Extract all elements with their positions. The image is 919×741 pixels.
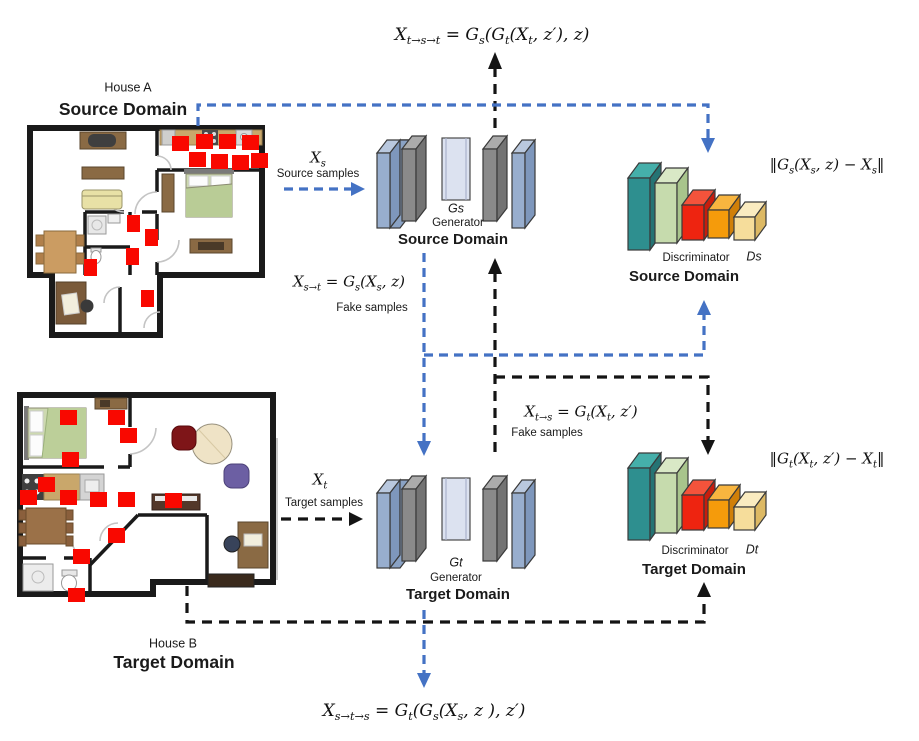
arrowhead-right	[349, 512, 363, 526]
dining-table	[25, 507, 67, 545]
target-samples-var: Xt	[312, 470, 328, 492]
source-discriminator-block	[626, 161, 768, 252]
sink	[107, 213, 121, 224]
target-samples-label: Target samples	[285, 496, 363, 509]
target-generator-id: Gt	[449, 555, 463, 570]
shelf	[81, 166, 125, 180]
disc-bar-tan	[732, 200, 768, 242]
source-samples-var: Xs	[310, 148, 326, 170]
target-discriminator-block	[626, 451, 768, 542]
target-discriminator-role: Discriminator	[661, 544, 729, 557]
tv-stand	[207, 573, 255, 588]
arrow-fake-st-to-source-discriminator	[424, 313, 706, 357]
formula-loss-source: ‖Gs(Xs, z) − Xs‖	[769, 155, 885, 177]
formula-cycle-target: Xt→s→t = Gs(Gt(Xt, z′), z)	[394, 24, 590, 48]
house-b-motion-sensors	[20, 410, 182, 602]
conv-slab-blue	[510, 478, 537, 570]
arrow-fake-ts-to-target-discriminator	[495, 375, 710, 443]
source-discriminator-id: Ds	[746, 249, 762, 264]
source-discriminator-domain: Source Domain	[628, 268, 740, 286]
house-a-floorplan	[27, 125, 268, 338]
fake-ts-caption: Fake samples	[511, 426, 583, 439]
formula-loss-target: ‖Gt(Xt, z′) − Xt‖	[769, 449, 885, 471]
source-generator-block	[375, 134, 537, 230]
desk-chair	[223, 535, 241, 553]
target-generator-block	[375, 474, 537, 570]
balcony-edge	[275, 438, 278, 580]
bed-headboard	[24, 406, 29, 460]
couch	[81, 189, 123, 210]
generator-core	[441, 477, 471, 541]
target-generator-domain: Target Domain	[406, 586, 510, 604]
arrowhead-down	[417, 441, 431, 456]
source-generator-id: Gs	[448, 201, 464, 216]
arrowhead-up	[488, 258, 502, 274]
conv-slab-blue	[510, 138, 537, 230]
source-generator-domain: Source Domain	[397, 231, 509, 249]
arrowhead-down	[701, 440, 715, 455]
source-samples-label: Source samples	[276, 167, 360, 180]
arrowhead-up	[488, 52, 502, 69]
arrowhead-right	[351, 182, 365, 196]
shower	[87, 215, 107, 235]
house-a-motion-sensors	[84, 134, 268, 307]
generator-core	[441, 137, 471, 201]
target-discriminator-id: Dt	[745, 542, 759, 557]
shower	[22, 563, 54, 592]
house-a-title: House A	[104, 80, 152, 95]
office-chair	[80, 299, 94, 313]
arrow-house-a-to-source-discriminator	[196, 103, 710, 141]
arrowhead-up	[697, 300, 711, 315]
conv-slab-gray	[481, 474, 509, 563]
house-b-title: House B	[149, 636, 197, 651]
target-generator-role: Generator	[430, 571, 482, 584]
conv-slab-gray	[481, 134, 509, 223]
arrowhead-up	[697, 582, 711, 597]
fake-st-caption: Fake samples	[336, 301, 408, 314]
conv-slab-gray	[400, 134, 428, 223]
armchair-red	[171, 425, 197, 451]
formula-fake-ts: Xt→s = Gt(Xt, z′)	[524, 402, 638, 424]
house-b-floorplan	[17, 392, 278, 602]
formula-cycle-source: Xs→t→s = Gt(Gs(Xs, z ), z′)	[322, 700, 526, 724]
wardrobe	[161, 173, 175, 213]
conv-slab-gray	[400, 474, 428, 563]
house-a-domain-label: Source Domain	[58, 98, 188, 119]
target-discriminator-domain: Target Domain	[642, 561, 746, 579]
arrow-house-b-to-target-discriminator	[185, 586, 706, 624]
bed-headboard	[184, 169, 234, 174]
source-discriminator-role: Discriminator	[662, 251, 730, 264]
source-generator-role: Generator	[432, 216, 484, 229]
armchair-purple	[223, 463, 250, 489]
dresser	[94, 397, 128, 410]
arrowhead-down	[701, 138, 715, 153]
arrowhead-down	[417, 673, 431, 688]
dining-table	[43, 230, 77, 274]
formula-fake-st: Xs→t = Gs(Xs, z)	[292, 272, 406, 294]
disc-bar-tan	[732, 490, 768, 532]
house-b-domain-label: Target Domain	[113, 651, 235, 672]
